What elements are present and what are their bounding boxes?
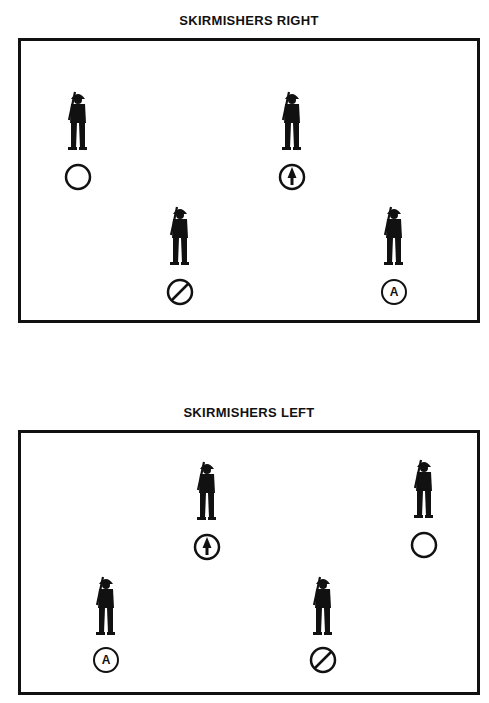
symbol-letter: A	[390, 286, 399, 298]
panel-heading: SKIRMISHERS LEFT	[18, 398, 480, 421]
soldier	[170, 207, 189, 265]
soldier	[197, 462, 216, 520]
leader-arrow-symbol	[280, 165, 304, 189]
soldier	[68, 92, 87, 150]
soldier	[384, 207, 403, 265]
soldier	[96, 577, 115, 635]
soldier	[282, 92, 301, 150]
position-symbol: A	[93, 647, 119, 673]
slash-circle-symbol	[168, 280, 192, 304]
formation-panel: SKIRMISHERS RIGHT A	[18, 6, 480, 323]
leader-arrow-symbol	[195, 535, 219, 559]
position-symbol: A	[381, 279, 407, 305]
panel-border	[18, 430, 480, 695]
formation-panel: SKIRMISHERS LEFT A	[18, 398, 480, 695]
panel-heading: SKIRMISHERS RIGHT	[18, 6, 480, 29]
empty-circle-symbol	[66, 165, 90, 189]
empty-circle-symbol	[412, 533, 436, 557]
soldier	[313, 577, 332, 635]
soldier	[414, 460, 433, 518]
symbol-letter: A	[102, 654, 111, 666]
panel-border	[18, 38, 480, 323]
slash-circle-symbol	[311, 648, 335, 672]
